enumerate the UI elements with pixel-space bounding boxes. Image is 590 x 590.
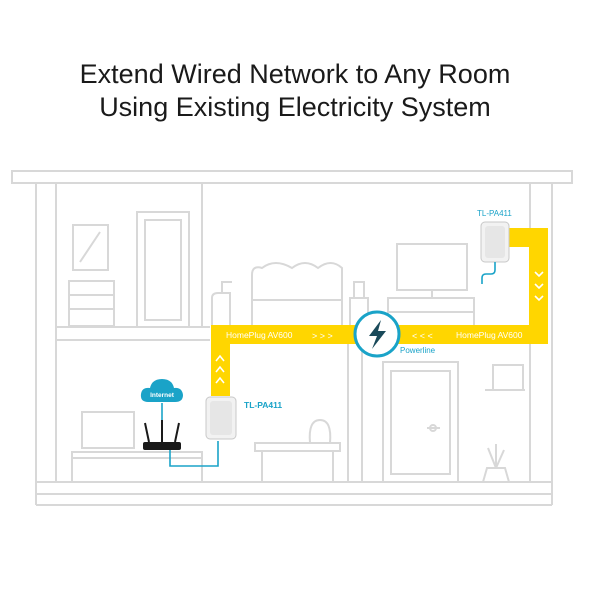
wire-arrows — [215, 271, 544, 384]
link-label-left: HomePlug AV600 — [226, 330, 293, 340]
adapter-upper-label: TL-PA411 — [477, 209, 512, 218]
adapter-lower-label: TL-PA411 — [244, 400, 282, 410]
wire-right-top — [505, 228, 548, 247]
powerline-bolt-icon — [353, 310, 401, 358]
desk — [71, 451, 203, 483]
bed — [251, 262, 343, 327]
powerline-label: Powerline — [400, 346, 436, 355]
wire-right-vertical — [529, 228, 548, 344]
cloud-label: Internet — [150, 392, 175, 399]
bedroom-furniture — [211, 243, 475, 327]
lower-left-furniture — [71, 411, 341, 483]
wardrobe-door — [136, 211, 190, 328]
adapter-lower[interactable] — [205, 396, 237, 440]
plant-pot — [482, 467, 510, 483]
bookshelf-books — [492, 364, 524, 391]
link-label-right: HomePlug AV600 — [456, 330, 523, 340]
headline-line-1: Extend Wired Network to Any Room — [79, 59, 511, 89]
arrows-down — [534, 271, 544, 302]
headline-line-2: Using Existing Electricity System — [99, 92, 491, 122]
plant-bowl — [308, 418, 332, 444]
door — [382, 361, 459, 483]
router-icon[interactable] — [143, 420, 181, 450]
cloud-icon — [140, 379, 183, 402]
arrows-left-glyph: < < < — [412, 331, 433, 341]
side-table — [254, 442, 341, 452]
arrows-up — [215, 354, 225, 384]
mirror — [72, 224, 109, 271]
left-nightstand — [211, 292, 231, 327]
monitor — [81, 411, 135, 449]
tv-screen — [396, 243, 468, 291]
drawer-cabinet — [68, 280, 115, 327]
floor-beam — [35, 481, 553, 495]
lower-right-furniture — [382, 361, 525, 483]
adapter-upper[interactable] — [480, 221, 510, 284]
upper-left-furniture — [68, 211, 190, 328]
arrows-right-glyph: > > > — [312, 331, 333, 341]
wire-left-vertical — [211, 325, 230, 396]
roof-beam — [11, 170, 573, 184]
ethernet-cable — [169, 441, 219, 467]
